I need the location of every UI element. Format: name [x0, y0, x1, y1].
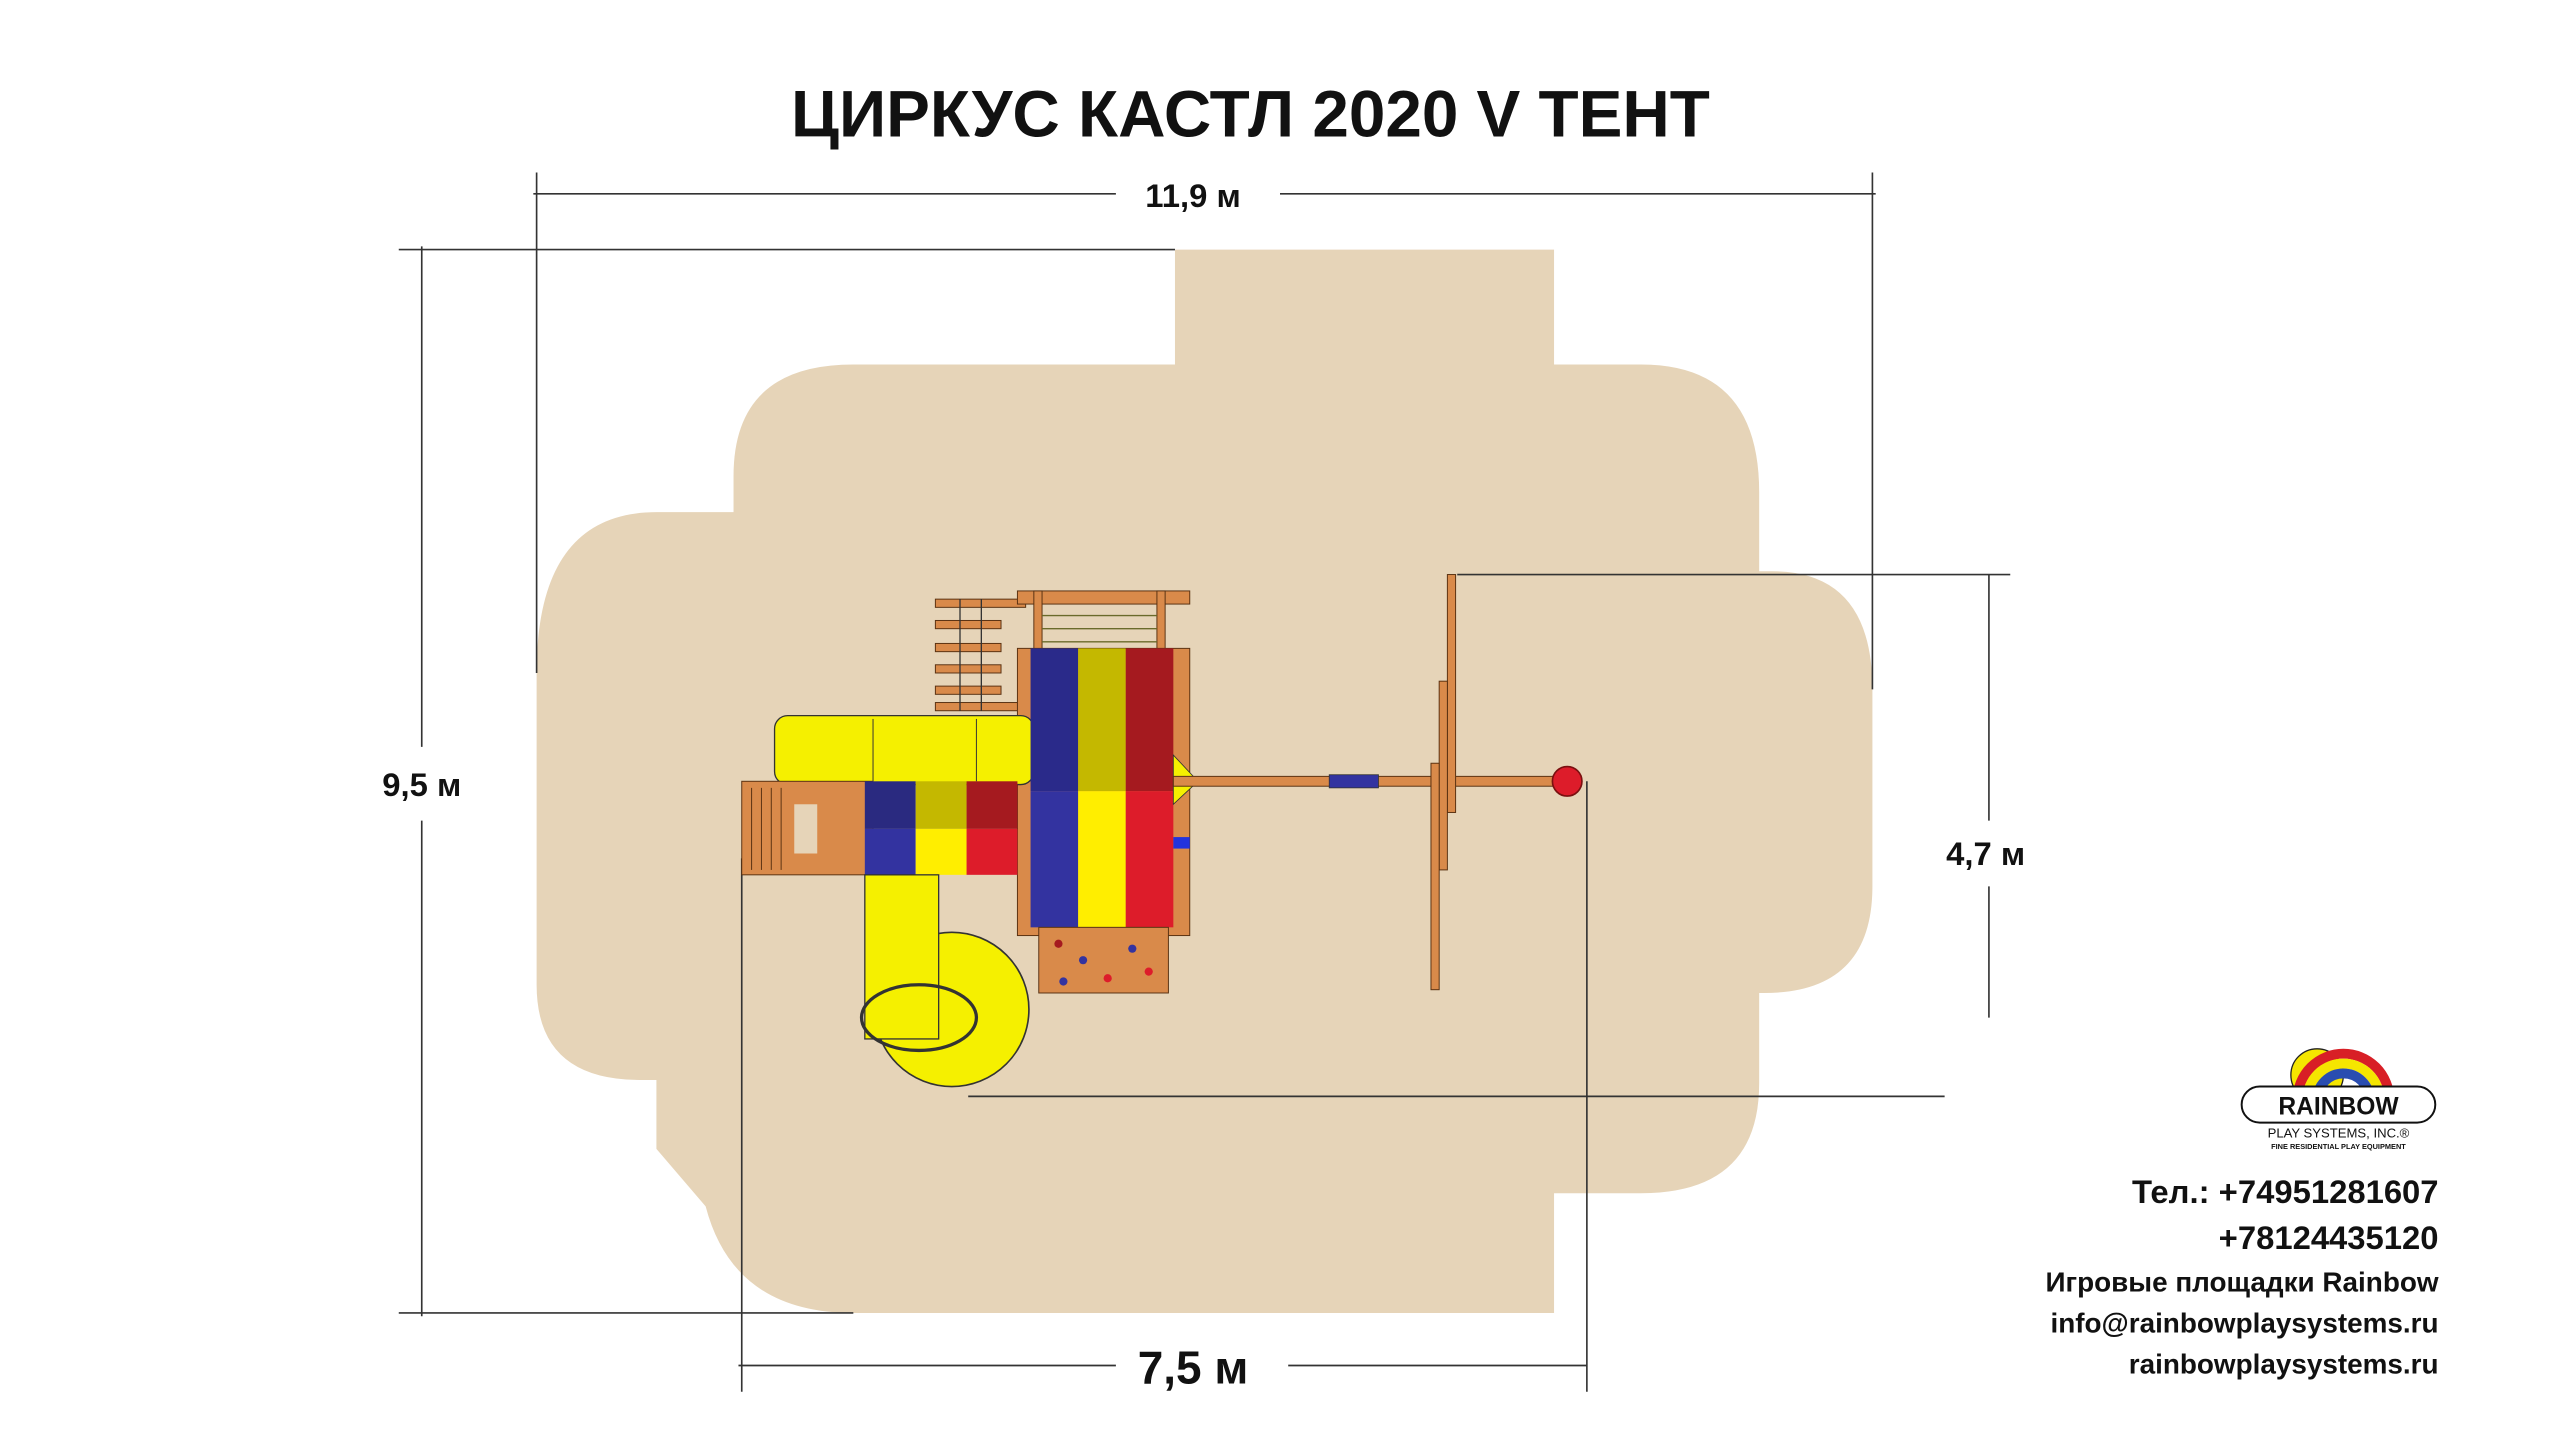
dimension-lines [398, 172, 2011, 1392]
website-link[interactable]: rainbowplaysystems.ru [2129, 1349, 2439, 1380]
rainbow-logo: RAINBOW PLAY SYSTEMS, INC.® FINE RESIDEN… [2240, 1048, 2437, 1151]
spiral-slide [859, 874, 1030, 1088]
tube-slide [773, 714, 1035, 786]
ladder [934, 598, 1027, 712]
swing-beam [1172, 574, 1583, 991]
email-link[interactable]: info@rainbowplaysystems.ru [2050, 1308, 2438, 1339]
equipment-depth-label: 4,7 м [1946, 835, 2025, 872]
equipment-width-label: 7,5 м [1138, 1342, 1249, 1394]
contact-block: Тел.: +74951281607 +78124435120 Игровые … [2045, 1173, 2438, 1380]
phone-2: +78124435120 [2219, 1219, 2439, 1256]
company-name: Игровые площадки Rainbow [2045, 1267, 2438, 1298]
svg-text:RAINBOW: RAINBOW [2278, 1093, 2399, 1120]
small-tent [864, 781, 1018, 875]
main-tent [1030, 648, 1174, 928]
phone-1: Тел.: +74951281607 [2132, 1173, 2439, 1210]
svg-text:PLAY SYSTEMS, INC.®: PLAY SYSTEMS, INC.® [2268, 1125, 2410, 1140]
page-title: ЦИРКУС КАСТЛ 2020 V ТЕНТ [791, 77, 1710, 150]
depth-dimension-label: 9,5 м [382, 766, 461, 803]
rock-wall [1038, 926, 1169, 994]
svg-text:FINE RESIDENTIAL PLAY EQUIPMEN: FINE RESIDENTIAL PLAY EQUIPMENT [2271, 1142, 2406, 1151]
play-equipment [741, 574, 1583, 1088]
width-dimension-label: 11,9 м [1145, 177, 1240, 214]
